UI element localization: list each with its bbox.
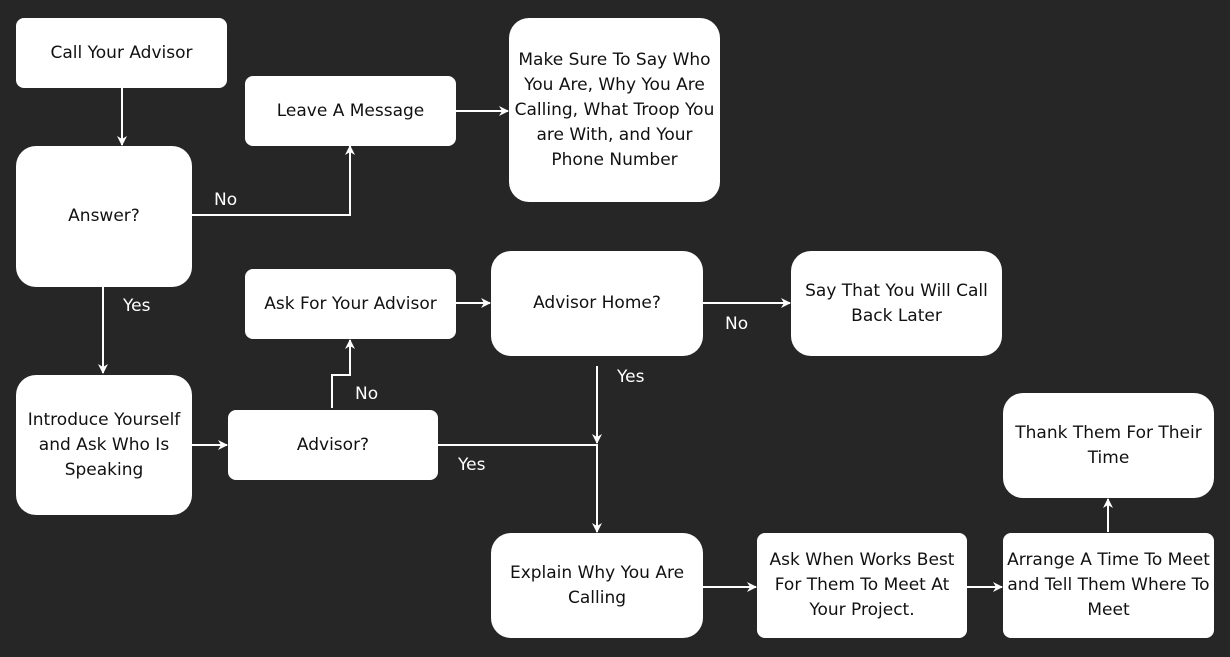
edge-advisor-no-to-ask-for-advisor	[331, 339, 355, 408]
node-ask-for-your-advisor[interactable]: Ask For Your Advisor	[245, 269, 456, 339]
node-thank-them[interactable]: Thank Them For Their Time	[1003, 393, 1214, 498]
node-advisor-decision[interactable]: Advisor?	[228, 410, 438, 480]
edge-label-home-no: No	[725, 314, 749, 334]
node-ask-when-works-best[interactable]: Ask When Works Best For Them To Meet At …	[757, 533, 967, 638]
edge-advisor-yes-to-explain	[438, 444, 602, 533]
edge-label-home-yes: Yes	[617, 367, 645, 387]
node-call-your-advisor[interactable]: Call Your Advisor	[16, 18, 227, 88]
node-say-will-call-back[interactable]: Say That You Will Call Back Later	[791, 251, 1002, 356]
node-leave-a-message[interactable]: Leave A Message	[245, 76, 456, 146]
edge-label-advisor-no: No	[355, 384, 379, 404]
node-make-sure-to-say[interactable]: Make Sure To Say Who You Are, Why You Ar…	[509, 18, 720, 202]
node-explain-why-calling[interactable]: Explain Why You Are Calling	[491, 533, 703, 638]
edge-label-advisor-yes: Yes	[458, 455, 486, 475]
node-advisor-home-decision[interactable]: Advisor Home?	[491, 251, 703, 356]
node-introduce-yourself[interactable]: Introduce Yourself and Ask Who Is Speaki…	[16, 375, 192, 515]
node-arrange-a-time[interactable]: Arrange A Time To Meet and Tell Them Whe…	[1003, 533, 1214, 638]
edge-label-answer-yes: Yes	[123, 296, 151, 316]
node-answer-decision[interactable]: Answer?	[16, 146, 192, 287]
edge-label-answer-no: No	[214, 190, 238, 210]
edge-answer-no-to-leave-message	[192, 145, 355, 216]
